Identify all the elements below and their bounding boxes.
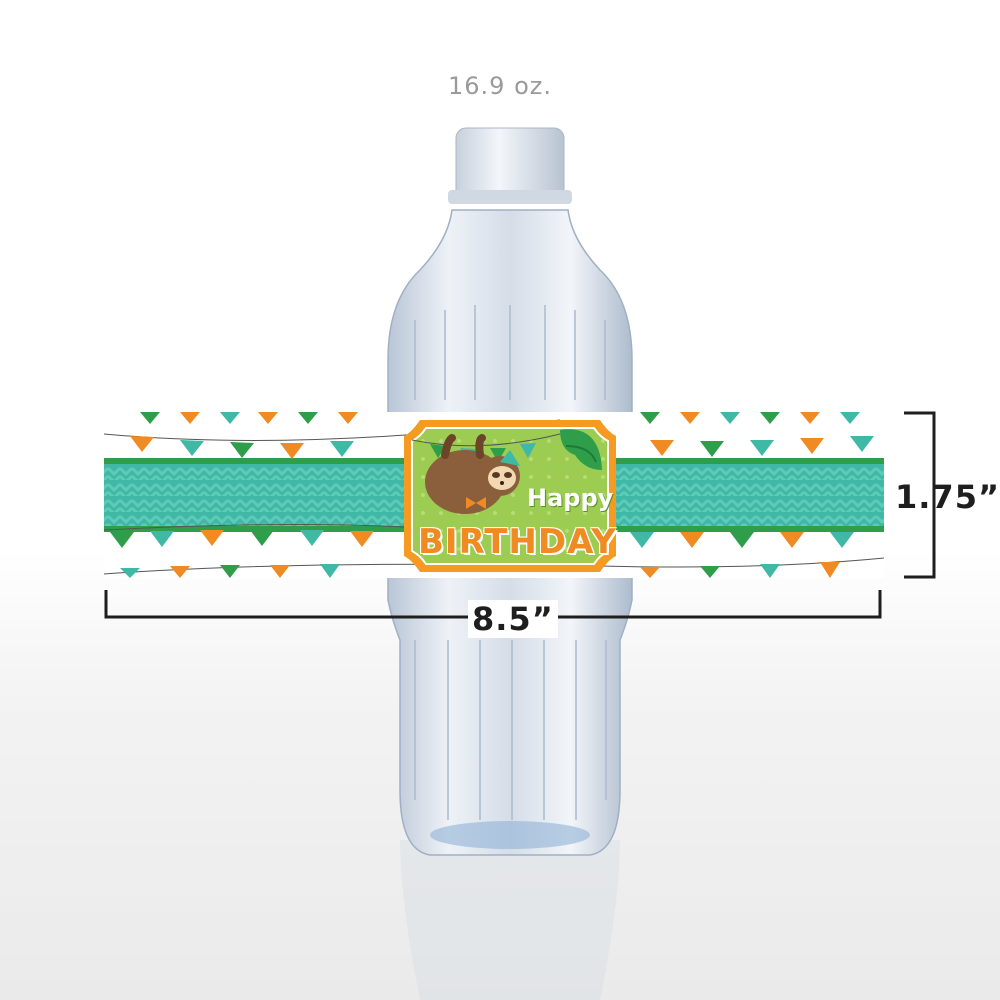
bottle-ridges bbox=[414, 305, 607, 820]
pennant-row-top bbox=[140, 412, 860, 424]
height-dimension-bracket bbox=[904, 411, 936, 579]
sloth-illustration bbox=[425, 434, 520, 514]
badge-birthday-text: BIRTHDAY bbox=[418, 522, 617, 562]
pennant-row-upper bbox=[130, 436, 874, 459]
pennant-row-lower bbox=[110, 530, 854, 548]
badge-happy-text: Happy bbox=[527, 484, 614, 512]
bottle-cap bbox=[448, 127, 572, 204]
bottle-size-caption: 16.9 oz. bbox=[448, 72, 552, 100]
width-dimension-label: 8.5” bbox=[468, 600, 558, 638]
birthday-badge bbox=[404, 420, 616, 572]
height-dimension-label: 1.75” bbox=[895, 478, 1000, 516]
bottle-reflection bbox=[400, 840, 620, 1000]
pennant-row-bottom bbox=[120, 562, 840, 578]
